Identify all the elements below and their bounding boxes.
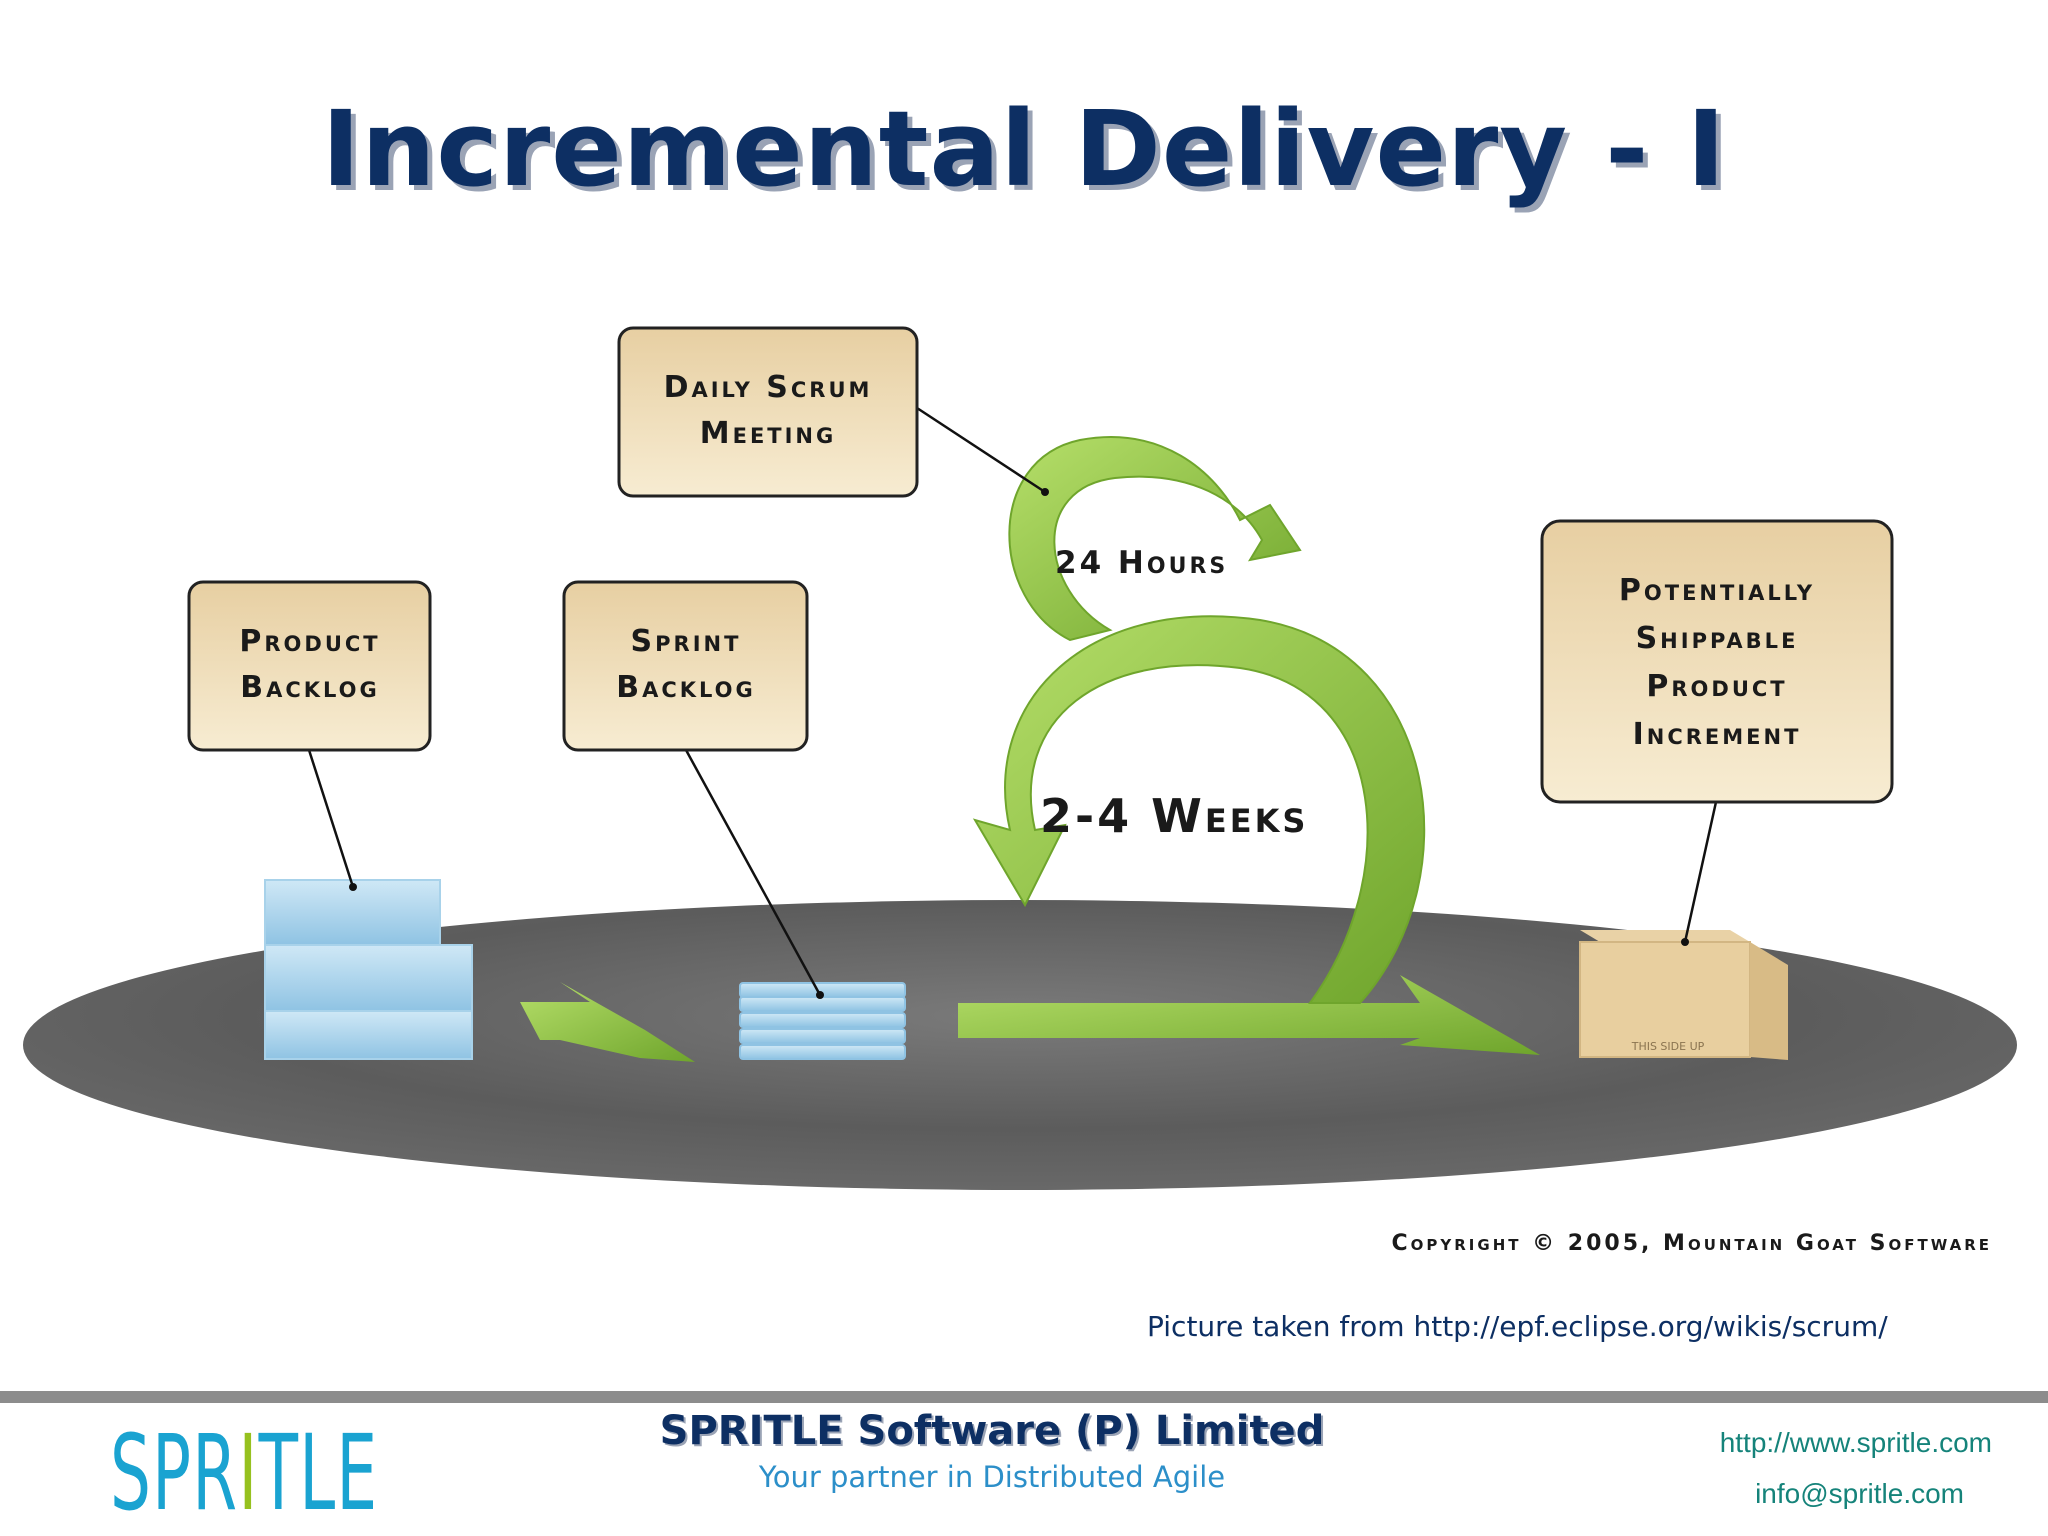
shippable-box: THIS SIDE UP	[1580, 930, 1788, 1060]
shippable-line4: Increment	[1633, 717, 1802, 752]
product-backlog-line2: Backlog	[240, 670, 380, 705]
dot-product-backlog	[349, 883, 357, 891]
daily-loop-arrow	[1009, 437, 1300, 640]
company-name: SPRITLE Software (P) Limited	[0, 1408, 1984, 1454]
shippable-line2: Shippable	[1636, 621, 1799, 656]
box-label: THIS SIDE UP	[1631, 1040, 1705, 1053]
daily-scrum-callout: Daily Scrum Meeting	[619, 328, 917, 496]
picture-credit: Picture taken from http://epf.eclipse.or…	[1147, 1310, 1888, 1343]
shippable-callout: Potentially Shippable Product Increment	[1542, 521, 1892, 802]
weeks-label: 2-4 Weeks	[1040, 789, 1308, 843]
hours-label: 24 Hours	[1055, 545, 1228, 581]
daily-scrum-line1: Daily Scrum	[664, 370, 873, 405]
connector-product-backlog	[309, 750, 353, 887]
shippable-line3: Product	[1646, 669, 1787, 704]
daily-scrum-line2: Meeting	[700, 416, 837, 451]
connector-daily-scrum	[917, 408, 1045, 492]
scrum-diagram: THIS SIDE UP Daily Scrum Meeting Product…	[0, 0, 2048, 1390]
website-link[interactable]: http://www.spritle.com	[1720, 1427, 1992, 1459]
shippable-line1: Potentially	[1619, 573, 1815, 608]
dot-shippable	[1681, 938, 1689, 946]
footer-divider	[0, 1391, 2048, 1403]
product-backlog-line1: Product	[239, 624, 380, 659]
product-backlog-callout: Product Backlog	[189, 582, 430, 750]
dot-sprint-backlog	[816, 991, 824, 999]
connector-shippable	[1685, 802, 1716, 942]
sprint-backlog-line2: Backlog	[616, 670, 756, 705]
product-backlog-blocks	[265, 880, 472, 1059]
company-tagline: Your partner in Distributed Agile	[0, 1460, 1984, 1494]
dot-daily-scrum	[1041, 488, 1049, 496]
sprint-backlog-callout: Sprint Backlog	[564, 582, 807, 750]
copyright-text: Copyright © 2005, Mountain Goat Software	[1392, 1231, 1993, 1256]
sprint-backlog-line1: Sprint	[631, 624, 742, 659]
email-link[interactable]: info@spritle.com	[1755, 1478, 1964, 1510]
